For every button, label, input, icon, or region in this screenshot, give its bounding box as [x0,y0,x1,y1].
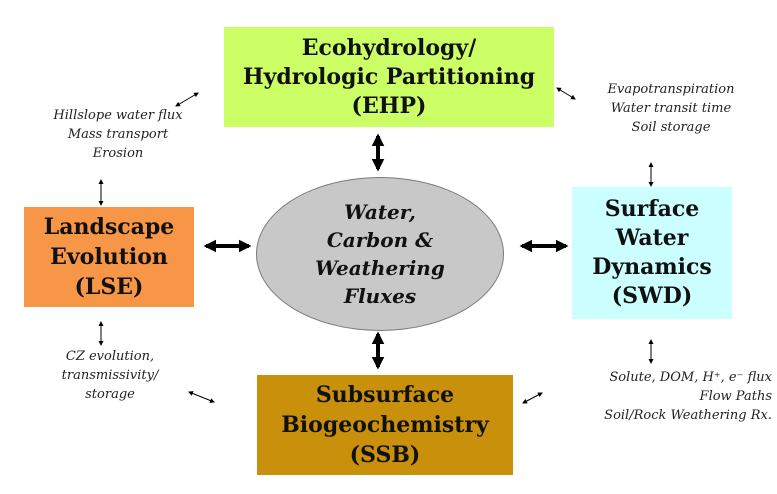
note-cz-evolution: CZ evolution, transmissivity/ storage [40,347,180,404]
box-ssb-line: Subsurface [315,382,455,408]
center-line: Water, [344,200,416,224]
note-line: CZ evolution, [65,349,155,364]
arrow-note-cz-ssb [188,391,215,403]
box-ssb: Subsurface Biogeochemistry (SSB) [257,375,513,475]
box-swd-line: Water [615,225,689,251]
arrow-note-evap-ehp [556,87,576,100]
note-line: Evapotranspiration [607,82,735,97]
center-line: Carbon & [326,228,434,252]
arrow-note-hillslope-ehp [175,92,199,107]
box-swd-line: Surface [604,196,700,222]
note-line: Mass transport [67,127,169,142]
note-hillslope: Hillslope water flux Mass transport Eros… [28,106,208,163]
note-line: Solute, DOM, H⁺, e⁻ flux [609,370,772,385]
box-swd-line: (SWD) [611,283,693,309]
box-lse-line: Evolution [50,244,168,270]
box-ssb-line: Biogeochemistry [281,412,489,438]
box-lse-line: Landscape [43,214,175,240]
box-lse-line: (LSE) [74,274,144,300]
note-line: Flow Paths [699,389,772,404]
box-ehp-line: (EHP) [351,92,427,119]
box-ehp: Ecohydrology/ Hydrologic Partitioning (E… [224,27,554,127]
note-line: transmissivity/ [61,368,159,383]
box-ehp-line: Hydrologic Partitioning [242,63,536,90]
box-ssb-line: (SSB) [349,442,421,468]
note-line: Hillslope water flux [53,108,183,123]
center-line: Fluxes [343,284,417,308]
note-line: Water transit time [610,101,732,116]
box-swd-line: Dynamics [592,254,712,280]
center-line: Weathering [315,256,445,280]
box-lse: Landscape Evolution (LSE) [24,207,194,307]
arrow-note-solute-ssb [522,392,543,404]
box-ehp-line: Ecohydrology/ [301,34,477,61]
note-line: Soil storage [631,120,711,135]
note-line: storage [85,387,135,402]
box-swd: Surface Water Dynamics (SWD) [572,187,732,319]
note-line: Erosion [92,146,144,161]
center-ellipse: Water, Carbon & Weathering Fluxes [256,177,504,331]
note-line: Soil/Rock Weathering Rx. [604,408,772,423]
note-solute: Solute, DOM, H⁺, e⁻ flux Flow Paths Soil… [548,368,772,425]
note-evapotranspiration: Evapotranspiration Water transit time So… [586,80,756,137]
